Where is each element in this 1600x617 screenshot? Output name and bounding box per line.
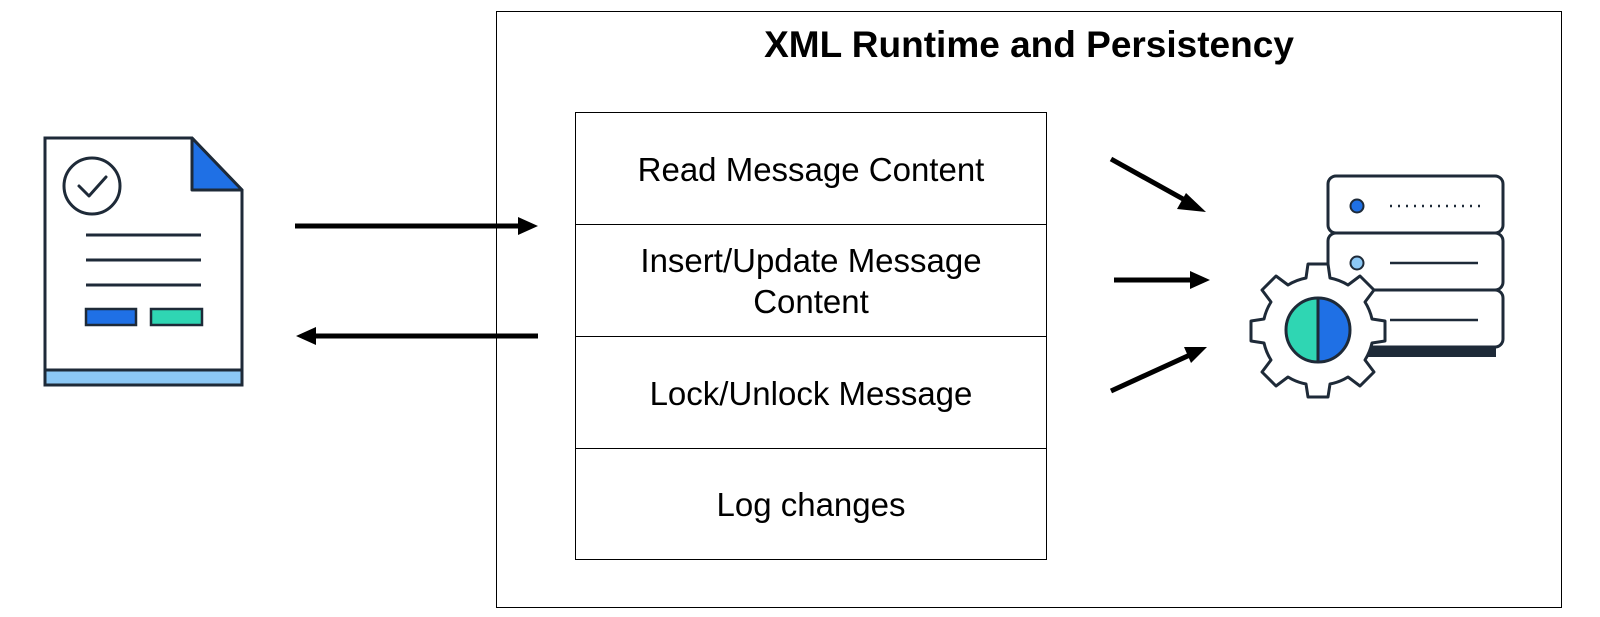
operation-log-changes: Log changes: [575, 448, 1047, 560]
gear-icon: [1249, 262, 1387, 399]
operation-read: Read Message Content: [575, 112, 1047, 226]
operation-label: Log changes: [716, 485, 906, 523]
diagram-title: XML Runtime and Persistency: [764, 24, 1294, 65]
operation-label: Read Message Content: [637, 150, 985, 188]
operation-label: Insert/Update Message Content: [640, 242, 982, 320]
xml-runtime-frame: [496, 11, 1562, 608]
operation-label: Lock/Unlock Message: [649, 374, 973, 412]
operation-lock-unlock: Lock/Unlock Message: [575, 336, 1047, 450]
